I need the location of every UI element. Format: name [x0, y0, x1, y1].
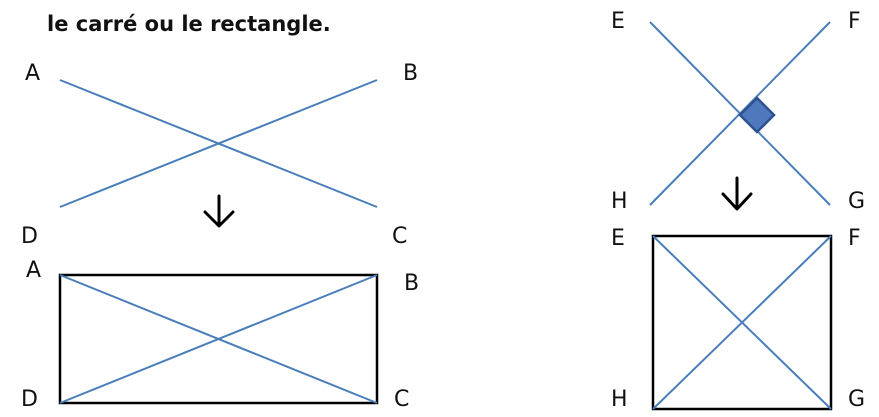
label-f-bottom: F	[848, 226, 861, 251]
label-g-bottom: G	[848, 387, 865, 412]
label-h-top: H	[611, 189, 628, 214]
right-diagonals-figure: E F G H	[611, 9, 865, 214]
label-e-bottom: E	[611, 226, 625, 251]
square-outline	[651, 234, 833, 411]
instruction-text: le carré ou le rectangle.	[47, 12, 331, 36]
square-figure: E F G H	[611, 226, 865, 412]
left-diagonals-figure: A B C D	[21, 61, 418, 249]
label-f-top: F	[848, 9, 861, 34]
label-c-bottom: C	[394, 387, 409, 412]
label-d-top: D	[21, 224, 38, 249]
down-arrow-icon	[721, 176, 753, 211]
diagonal-bd	[59, 79, 378, 208]
down-arrow-icon	[203, 194, 235, 228]
rectangle-outline	[58, 273, 379, 405]
label-a-top: A	[25, 61, 40, 86]
label-a-bottom: A	[26, 258, 41, 283]
label-d-bottom: D	[21, 387, 38, 412]
label-b-bottom: B	[404, 271, 419, 296]
label-g-top: G	[848, 189, 865, 214]
rectangle-figure: A B C D	[21, 258, 419, 412]
right-angle-icon	[738, 96, 776, 134]
label-b-top: B	[403, 61, 418, 86]
label-e-top: E	[611, 9, 625, 34]
square-diagonal-fh	[652, 235, 832, 410]
rectangle-diagonal-bd	[59, 274, 378, 404]
label-c-top: C	[392, 224, 407, 249]
label-h-bottom: H	[611, 387, 628, 412]
